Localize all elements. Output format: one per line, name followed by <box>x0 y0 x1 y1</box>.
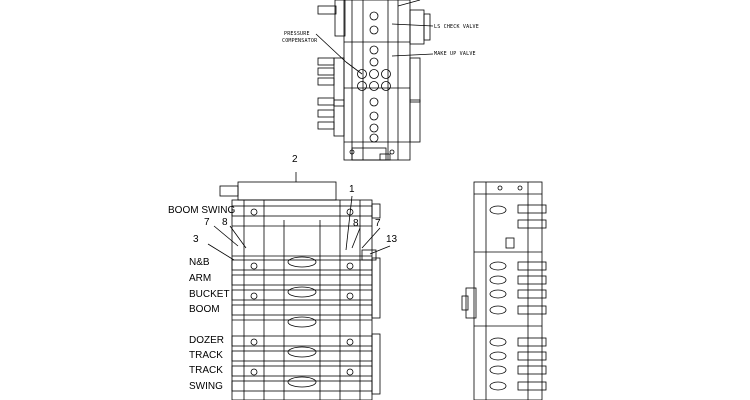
item-number-8-right: 8 <box>353 218 359 229</box>
item-number-7-left: 7 <box>204 217 210 228</box>
label-swing: SWING <box>189 381 223 392</box>
upper-valve-block <box>315 0 434 161</box>
pressure-compensator-label-line2: COMPENSATOR <box>282 38 318 44</box>
item-number-13: 13 <box>386 234 398 245</box>
front-valve-block <box>207 172 391 400</box>
item-number-8-left: 8 <box>222 217 228 228</box>
label-track-2: TRACK <box>189 365 223 376</box>
item-number-1: 1 <box>349 184 355 195</box>
label-arm: ARM <box>189 273 212 284</box>
ls-check-valve-label: LS CHECK VALVE <box>434 24 479 30</box>
label-track-1: TRACK <box>189 350 223 361</box>
label-dozer: DOZER <box>189 335 224 346</box>
item-number-7-right: 7 <box>375 218 381 229</box>
item-number-2: 2 <box>292 154 298 165</box>
make-up-valve-label: MAKE UP VALVE <box>434 51 476 57</box>
item-number-3: 3 <box>193 234 199 245</box>
side-valve-block <box>461 181 547 400</box>
pressure-compensator-label-line1: PRESSURE <box>284 31 310 37</box>
label-bucket: BUCKET <box>189 289 230 300</box>
label-boom-swing: BOOM SWING <box>168 205 236 216</box>
label-boom: BOOM <box>189 304 220 315</box>
label-nb: N&B <box>189 257 210 268</box>
